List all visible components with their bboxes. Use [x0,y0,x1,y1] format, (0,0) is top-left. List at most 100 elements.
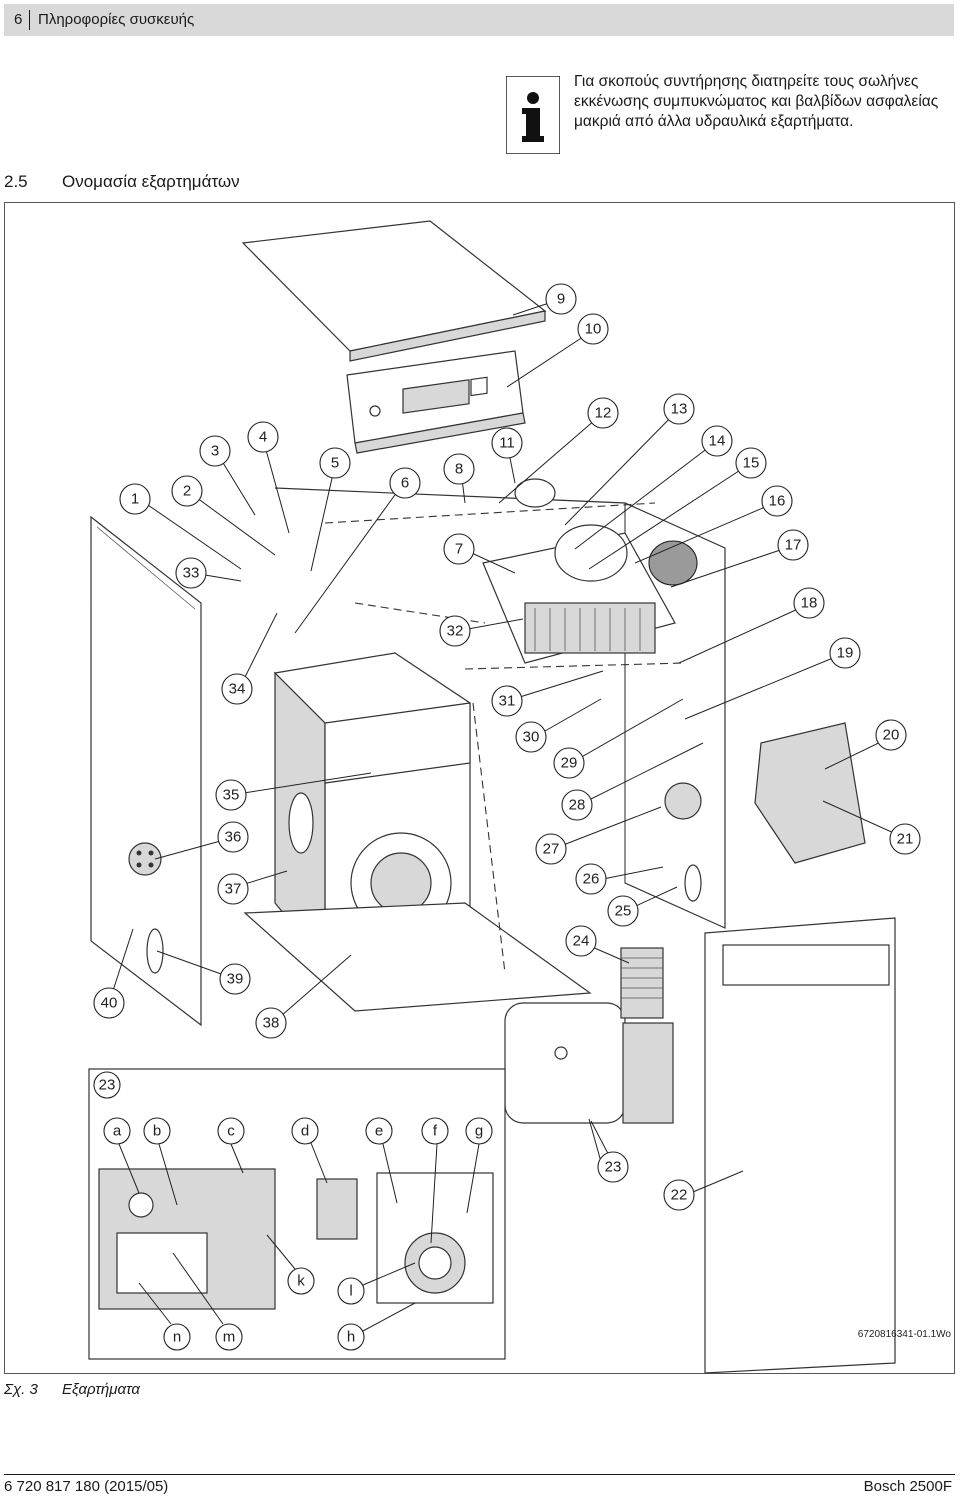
callout-27: 27 [535,833,567,865]
svg-text:12: 12 [595,405,612,422]
svg-text:k: k [297,1273,305,1290]
figure-caption-label: Σχ. 3 [4,1381,38,1398]
note-line-2: εκκένωσης συμπυκνώματος και βαλβίδων ασφ… [574,93,939,110]
svg-text:10: 10 [585,321,602,338]
svg-text:11: 11 [499,435,515,452]
inset-letter-f: f [421,1117,449,1145]
svg-text:18: 18 [801,595,818,612]
callout-20: 20 [875,719,907,751]
section-title: Ονομασία εξαρτημάτων [62,172,240,191]
svg-text:e: e [375,1123,383,1140]
heat-exchanger [482,478,698,664]
svg-text:35: 35 [223,787,240,804]
svg-text:31: 31 [499,693,516,710]
svg-text:26: 26 [583,871,600,888]
base-plate [243,902,592,1012]
callout-15: 15 [735,447,767,479]
svg-text:16: 16 [769,493,786,510]
svg-text:27: 27 [543,841,560,858]
callout-2: 2 [171,475,203,507]
callout-12: 12 [587,397,619,429]
callout-22: 22 [663,1179,695,1211]
svg-text:20: 20 [883,727,900,744]
svg-text:39: 39 [227,971,244,988]
svg-text:23: 23 [605,1159,622,1176]
header-separator [29,10,30,30]
callout-34: 34 [221,673,253,705]
note-line-3: μακριά από άλλα υδραυλικά εξαρτήματα. [574,113,854,130]
callout-10: 10 [577,313,609,345]
inset-letter-c: c [217,1117,245,1145]
svg-text:23: 23 [99,1077,116,1094]
svg-text:21: 21 [897,831,914,848]
callout-7: 7 [443,533,475,565]
drawing-code: 6720816341-01.1Wo [858,1329,952,1340]
svg-text:5: 5 [331,455,339,472]
callout-4: 4 [247,421,279,453]
svg-text:8: 8 [455,461,463,478]
callout-3: 3 [199,435,231,467]
svg-text:25: 25 [615,903,632,920]
svg-text:19: 19 [837,645,854,662]
header-title: Πληροφορίες συσκευής [38,11,195,28]
callout-29: 29 [553,747,585,779]
callout-26: 26 [575,863,607,895]
callout-13: 13 [663,393,695,425]
figure-caption-text: Εξαρτήματα [62,1381,140,1398]
top-cover-panel [241,220,547,352]
inset-callout-23: 23 [93,1071,121,1099]
callout-14: 14 [701,425,733,457]
svg-text:24: 24 [573,933,590,950]
burner-cover [754,722,866,864]
svg-text:33: 33 [183,565,200,582]
boiler-body [273,652,471,965]
svg-text:13: 13 [671,401,688,418]
product-name: Bosch 2500F [863,1478,952,1495]
callout-16: 16 [761,485,793,517]
callout-19: 19 [829,637,861,669]
callout-8: 8 [443,453,475,485]
callout-25: 25 [607,895,639,927]
svg-text:c: c [227,1123,235,1140]
svg-text:7: 7 [455,541,463,558]
maintenance-note: Για σκοπούς συντήρησης διατηρείτε τους σ… [574,72,954,132]
front-panel [704,917,896,1374]
callout-32: 32 [439,615,471,647]
svg-text:4: 4 [259,429,267,446]
inset-letter-g: g [465,1117,493,1145]
inset-letter-a: a [103,1117,131,1145]
inset-letter-e: e [365,1117,393,1145]
svg-text:6: 6 [401,475,409,492]
svg-text:37: 37 [225,881,242,898]
callout-18: 18 [793,587,825,619]
burner-unit [504,947,674,1124]
callout-21: 21 [889,823,921,855]
svg-text:d: d [301,1123,309,1140]
inset-letter-m: m [215,1323,243,1351]
inset-letter-d: d [291,1117,319,1145]
svg-text:b: b [153,1123,161,1140]
svg-text:l: l [349,1283,352,1300]
burner-detail-inset [88,1068,506,1360]
callout-36: 36 [217,821,249,853]
svg-text:17: 17 [785,537,802,554]
svg-text:h: h [347,1329,355,1346]
svg-text:n: n [173,1329,181,1346]
callout-33: 33 [175,557,207,589]
svg-text:g: g [475,1123,483,1140]
callout-6: 6 [389,467,421,499]
svg-text:30: 30 [523,729,540,746]
info-icon [506,76,560,154]
callout-9: 9 [545,283,577,315]
exploded-view-drawing: 1 2 3 4 5 6 7 8 9 10 11 12 13 14 15 16 1… [88,220,952,1374]
callout-37: 37 [217,873,249,905]
svg-text:38: 38 [263,1015,280,1032]
page-header: 6 Πληροφορίες συσκευής [4,4,954,36]
document-number: 6 720 817 180 (2015/05) [4,1478,169,1495]
callout-28: 28 [561,789,593,821]
svg-text:28: 28 [569,797,586,814]
svg-text:a: a [113,1123,122,1140]
callout-35: 35 [215,779,247,811]
svg-text:15: 15 [743,455,760,472]
inset-letter-n: n [163,1323,191,1351]
